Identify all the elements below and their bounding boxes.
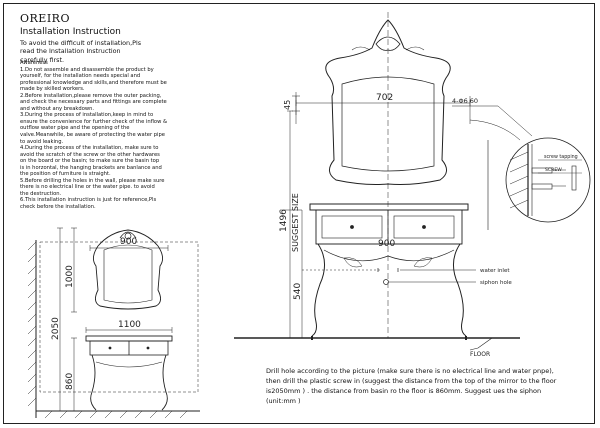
suggest-size-label: SUGGEST SIZE: [291, 193, 300, 252]
rule-line: 4.During the process of the installation…: [20, 145, 159, 152]
basin-width-label: 900: [378, 239, 395, 249]
siphon-hole-label: siphon hole: [480, 280, 512, 286]
rule-line: Awareness: [20, 60, 48, 66]
rule-line: avoid the scratch of the screw or the ot…: [20, 151, 160, 158]
screw-tapping-label: screw tapping: [544, 154, 578, 160]
rule-line: made by skilled workers.: [20, 86, 85, 93]
rule-line: 5.Before drilling the holes in the wall,…: [20, 177, 165, 184]
awareness-rules: Awareness 1.Do not assemble and disassem…: [20, 60, 230, 211]
rule-line: the position of furniture is straight.: [20, 171, 111, 178]
intro-text: To avoid the difficult of installation,P…: [20, 39, 142, 64]
page-title: Installation Instruction: [20, 27, 121, 37]
screw-spec-label: 4-Φ6 60: [452, 97, 478, 105]
rule-line: outflow water pipe and the opening of th…: [20, 125, 130, 132]
small-height-total: 2050: [51, 317, 61, 340]
rule-line: is in horzontal, the hanging brackets ar…: [20, 164, 162, 171]
rule-line: and without any breakdown.: [20, 105, 95, 112]
big-diagram: [234, 12, 591, 351]
small-width-top: 900: [120, 237, 137, 247]
page-frame: [3, 3, 595, 424]
rule-line: the destruction.: [20, 190, 62, 197]
rule-line: professional knowledge and skills,and th…: [20, 79, 167, 86]
rule-line: 6.This installation instruction is just …: [20, 197, 157, 204]
small-width-bottom: 1100: [118, 320, 141, 330]
small-height-cabinet: 860: [65, 373, 75, 390]
rule-line: on the board or the basin; to make sure …: [20, 158, 160, 165]
rule-line: there is no electrical line or the water…: [20, 184, 155, 191]
inlet-height-label: 540: [293, 283, 303, 300]
drill-instructions: Drill hole according to the picture (mak…: [266, 367, 557, 405]
rule-line: 2.Before installation,please remove the …: [20, 92, 162, 99]
small-diagram: [27, 227, 200, 419]
rule-line: and check the necessary parts and fittin…: [20, 99, 167, 106]
screw-label: SCREW: [545, 167, 562, 173]
brand-name: OREIRO: [20, 12, 70, 25]
rule-line: 3.During the process of installation,kee…: [20, 112, 154, 119]
mirror-gap-label: 45: [283, 100, 292, 110]
rule-line: 1.Do not assemble and disassemble the pr…: [20, 66, 154, 73]
mirror-width-label: 702: [376, 93, 393, 103]
rule-line: ensure the convenience for further check…: [20, 118, 168, 125]
rule-line: check before the installation.: [20, 204, 96, 211]
total-height-label: 1496: [279, 209, 289, 232]
rule-line: to avoid leaking.: [20, 138, 64, 145]
rule-line: valve.Meanwhile, be aware of protecting …: [20, 132, 165, 139]
rule-line: yourself, for the installation needs spe…: [20, 73, 141, 80]
water-inlet-label: water inlet: [480, 268, 510, 274]
floor-label: FLOOR: [470, 351, 490, 358]
small-height-mirror: 1000: [65, 265, 75, 288]
